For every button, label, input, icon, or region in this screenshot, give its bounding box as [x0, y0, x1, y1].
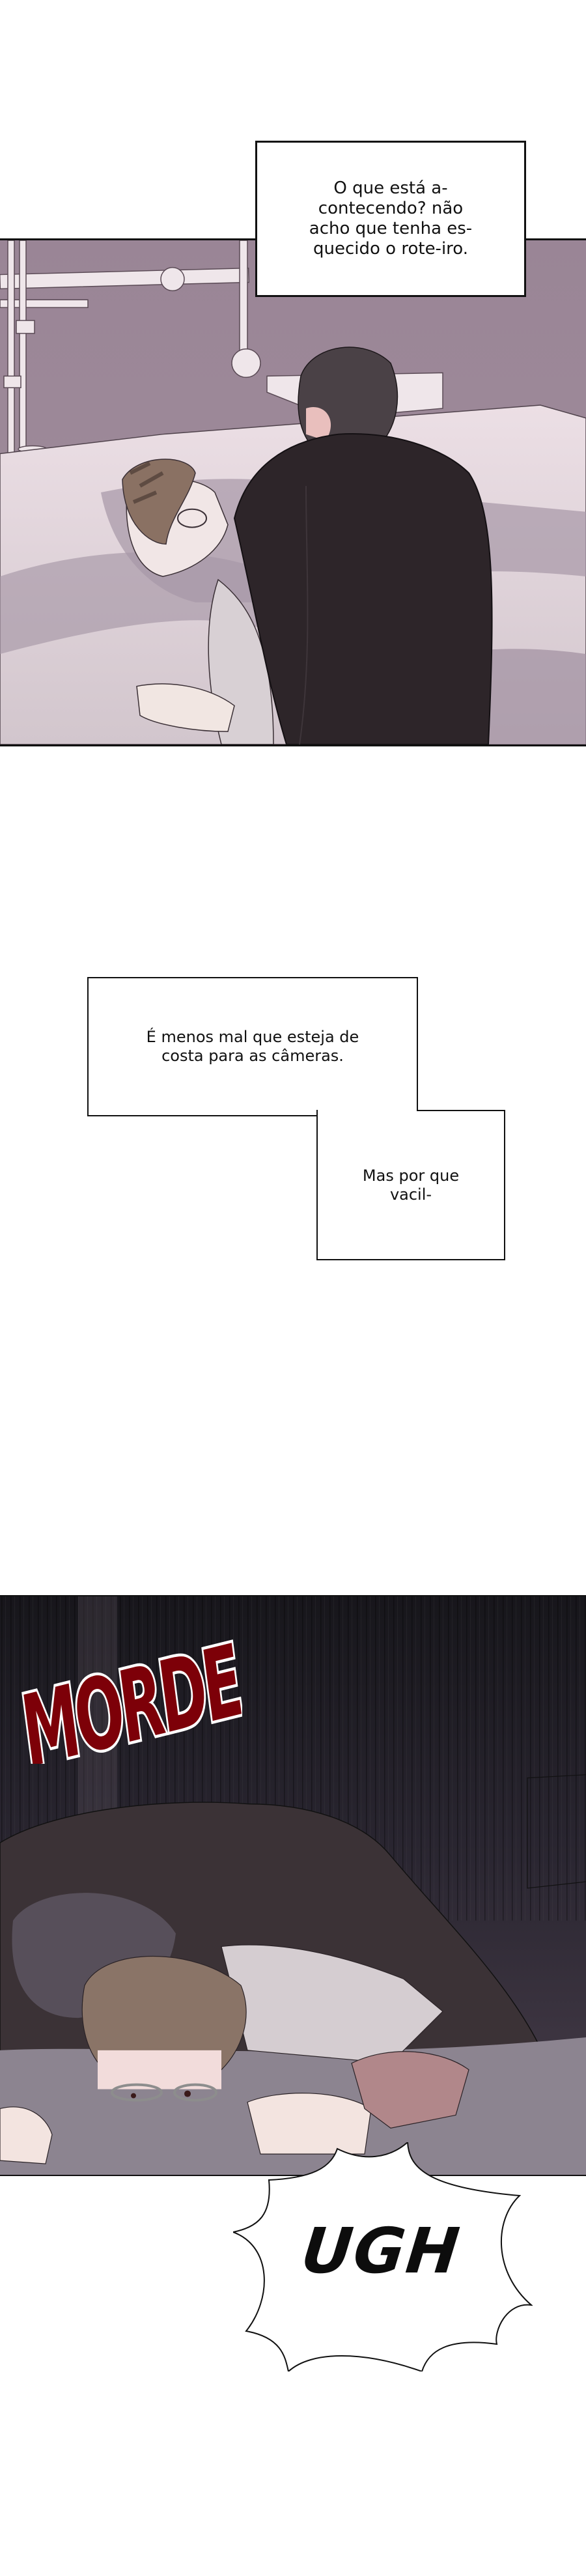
sfx-ugh: UGH — [298, 2215, 464, 2287]
caption-box-confusion: O que está a-contecendo? não acho que te… — [255, 141, 526, 297]
caption-text: Mas por que vacil- — [362, 1166, 460, 1204]
character-glasses-man — [122, 459, 274, 744]
character-black-shirt-man — [233, 347, 493, 744]
caption-box-hesitation: Mas por que vacil- — [316, 1110, 505, 1260]
panel-1-artwork — [0, 240, 586, 744]
caption-text: O que está a-contecendo? não acho que te… — [309, 178, 473, 259]
caption-text: É menos mal que esteja de costa para as … — [146, 1028, 359, 1065]
panel-2-artwork — [0, 1596, 586, 2175]
caption-box-cameras: É menos mal que esteja de costa para as … — [87, 977, 418, 1116]
sfx-morde: MORDE — [8, 1622, 242, 1764]
ugh-burst-bubble — [233, 2142, 533, 2371]
caption-join-mask — [318, 1110, 417, 1118]
panel-bite — [0, 1595, 586, 2176]
character-glasses-man — [0, 1944, 469, 2164]
svg-text:MORDE: MORDE — [10, 1624, 242, 1764]
panel-film-set — [0, 238, 586, 746]
